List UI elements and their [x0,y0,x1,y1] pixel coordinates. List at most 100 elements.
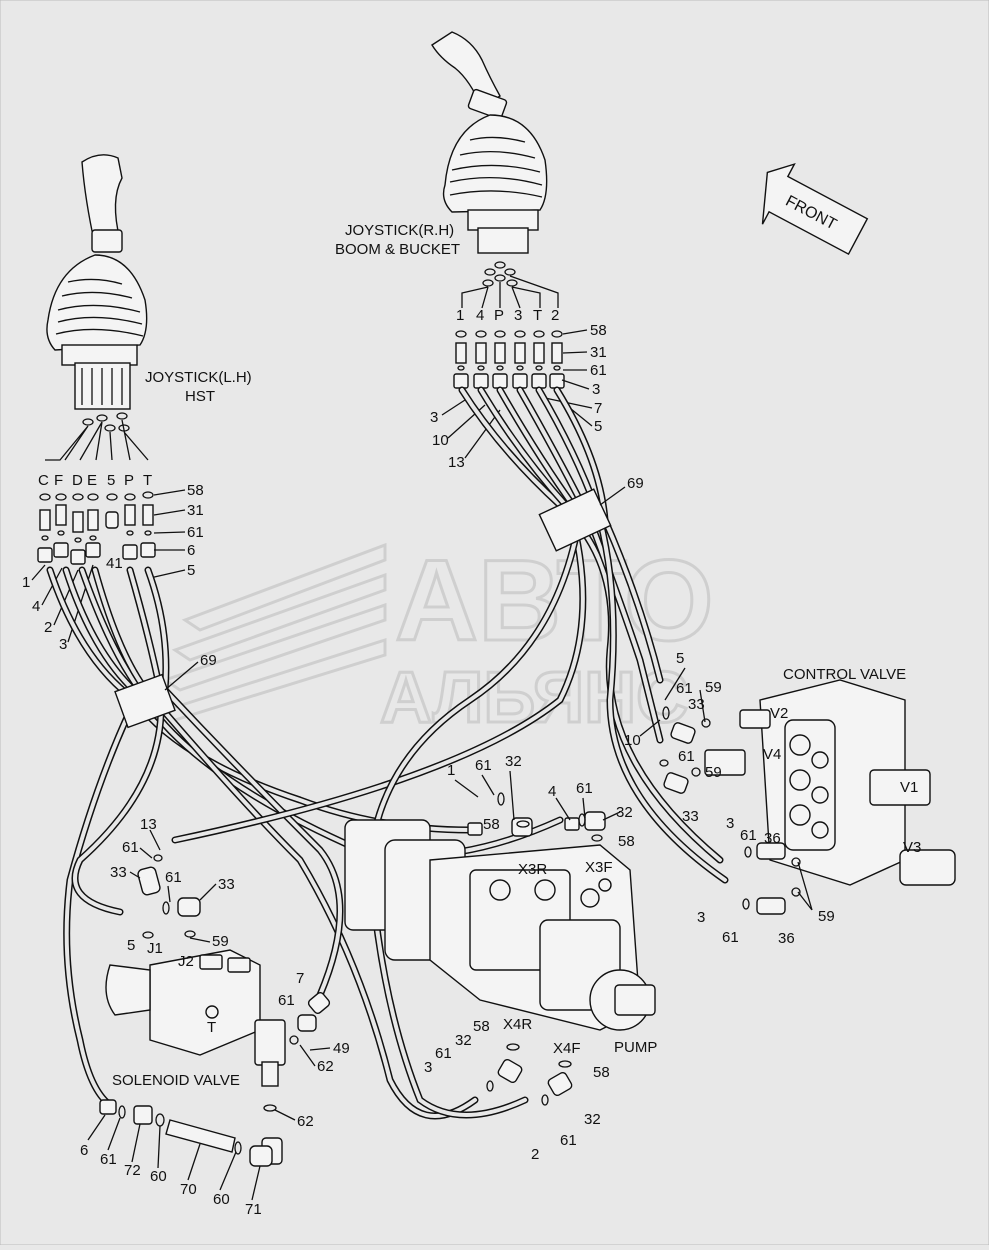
cv-port-v1: V1 [900,779,918,796]
rh-port-3: 3 [514,307,522,324]
callout-pu-32c: 32 [455,1032,472,1049]
callout-pu-58b: 58 [618,833,635,850]
rh-port-2: 2 [551,307,559,324]
callout-cv-61d: 61 [722,929,739,946]
callout-bt-6: 6 [80,1142,88,1159]
callout-pu-61c: 61 [435,1045,452,1062]
control-valve: CONTROL VALVE V2 V4 V1 V3 5 61 59 33 10 … [624,650,956,947]
pump: X3R X3F X4R X4F PUMP 1 61 32 4 61 32 58 … [344,753,657,1163]
joystick-rh-fittings [453,330,565,389]
callout-lh-3: 3 [59,636,67,653]
lh-port-c: C [38,472,49,489]
bottom-assembly: 6 61 72 60 70 60 71 [80,1099,273,1218]
callout-lh-41: 41 [106,555,123,572]
solenoid-valve-label: SOLENOID VALVE [112,1072,240,1089]
front-arrow: FRONT [761,162,869,256]
callout-rh-69: 69 [627,475,644,492]
callout-sv-33a: 33 [110,864,127,881]
callout-cv-59a: 59 [705,679,722,696]
callout-pu-3: 3 [424,1059,432,1076]
callout-lh-31: 31 [187,502,204,519]
callout-sv-5: 5 [127,937,135,954]
callout-pu-1: 1 [447,762,455,779]
callout-sv-61c: 61 [278,992,295,1009]
callout-cv-33b: 33 [682,808,699,825]
callout-cv-33a: 33 [688,696,705,713]
callout-rh-5: 5 [594,418,602,435]
callout-sv-61a: 61 [122,839,139,856]
joystick-rh-orings [482,261,518,287]
callout-cv-3b: 3 [697,909,705,926]
callout-rh-13: 13 [448,454,465,471]
callout-bt-72: 72 [124,1162,141,1179]
cv-port-v3: V3 [903,839,921,856]
callout-pu-61b: 61 [576,780,593,797]
pump-port-x4r: X4R [503,1016,532,1033]
lh-port-d: D [72,472,83,489]
joystick-lh-subtitle: HST [185,388,215,405]
callout-sv-13: 13 [140,816,157,833]
callout-lh-61: 61 [187,524,204,541]
callout-sv-49: 49 [333,1040,350,1057]
lh-port-p: P [124,472,134,489]
callout-sv-7: 7 [296,970,304,987]
watermark-logo [156,542,387,722]
callout-pu-61d: 61 [560,1132,577,1149]
pump-port-x3r: X3R [518,861,547,878]
callout-sv-62a: 62 [317,1058,334,1075]
sv-port-j1: J1 [147,940,163,957]
lh-port-t: T [143,472,152,489]
callout-bt-61: 61 [100,1151,117,1168]
callout-bt-71: 71 [245,1201,262,1218]
callout-sv-61b: 61 [165,869,182,886]
lh-port-f: F [54,472,63,489]
control-valve-label: CONTROL VALVE [783,666,906,683]
callout-cv-61a: 61 [676,680,693,697]
joystick-lh-orings [82,412,130,432]
callout-rh-31: 31 [590,344,607,361]
callout-pu-2: 2 [531,1146,539,1163]
callout-sv-62b: 62 [297,1113,314,1130]
watermark-text-2: АЛЬЯНС [380,658,688,738]
bundle-tie-lh: 69 [114,652,217,729]
callout-pu-32d: 32 [584,1111,601,1128]
callout-rh-61: 61 [590,362,607,379]
callout-sv-59: 59 [212,933,229,950]
rh-port-t: T [533,307,542,324]
callout-cv-61b: 61 [678,748,695,765]
callout-sv-33b: 33 [218,876,235,893]
callout-cv-10: 10 [624,732,641,749]
callout-pu-58a: 58 [483,816,500,833]
lh-port-e: E [87,472,97,489]
rh-port-4: 4 [476,307,484,324]
callout-pu-58c: 58 [473,1018,490,1035]
callout-cv-61c: 61 [740,827,757,844]
sv-port-t: T [207,1019,216,1036]
callout-cv-36a: 36 [764,830,781,847]
sv-port-j2: J2 [178,953,194,970]
callout-lh-6: 6 [187,542,195,559]
callout-lh-4: 4 [32,598,40,615]
callout-pu-4: 4 [548,783,556,800]
pump-label: PUMP [614,1039,657,1056]
callout-rh-3a: 3 [592,381,600,398]
joystick-lh-title: JOYSTICK(L.H) [145,369,252,386]
callout-cv-5: 5 [676,650,684,667]
solenoid-valve: J1 J2 T SOLENOID VALVE 13 61 33 61 33 5 … [105,816,350,1165]
callout-pu-32b: 32 [616,804,633,821]
joystick-rh-port-labels: 1 4 P 3 T 2 [456,307,559,324]
joystick-lh: JOYSTICK(L.H) HST C F D E 5 P T [22,154,252,653]
callout-cv-59b: 59 [705,764,722,781]
callout-rh-7: 7 [594,400,602,417]
callout-rh-3b: 3 [430,409,438,426]
joystick-lh-port-labels: C F D E 5 P T [38,472,152,489]
callout-pu-61a: 61 [475,757,492,774]
joystick-rh-subtitle: BOOM & BUCKET [335,241,460,258]
pump-port-x3f: X3F [585,859,613,876]
callout-bt-60b: 60 [213,1191,230,1208]
callout-bt-70: 70 [180,1181,197,1198]
callout-bt-60a: 60 [150,1168,167,1185]
callout-cv-3a: 3 [726,815,734,832]
callout-pu-32a: 32 [505,753,522,770]
